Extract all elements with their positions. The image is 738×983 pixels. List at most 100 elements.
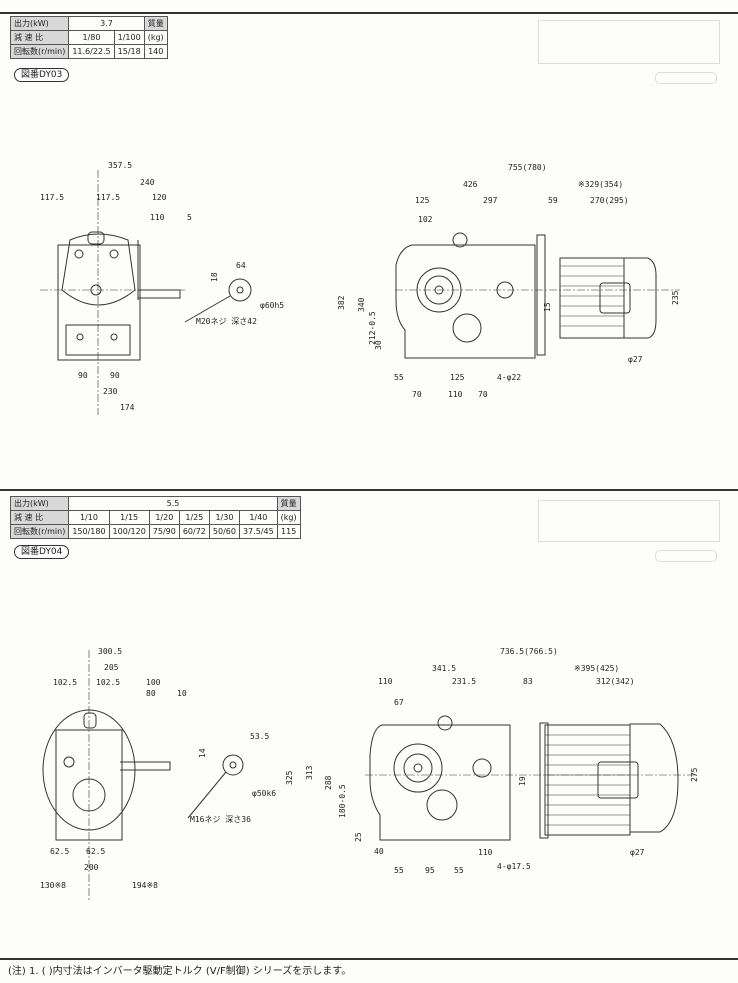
dim: 240 (140, 178, 155, 187)
speed: 15/18 (113, 44, 145, 59)
dim: M20ネジ 深さ42 (196, 317, 257, 326)
dy04-shaft-detail (187, 754, 244, 819)
dim: 300.5 (98, 647, 123, 656)
dim: 235 (671, 290, 680, 305)
dim: 120 (152, 193, 167, 202)
speed: 11.6/22.5 (68, 44, 115, 59)
dim: 80 (146, 689, 156, 698)
dim: M16ネジ 深さ36 (190, 815, 251, 824)
ghost-table (538, 500, 720, 542)
dim: 40 (374, 847, 384, 856)
dim: 117.5 (96, 193, 121, 202)
dy03-side-view (40, 170, 185, 415)
dim: 200 (84, 863, 99, 872)
dim: 19 (518, 776, 527, 786)
speed: 50/60 (208, 524, 240, 539)
dim: 110 (378, 677, 393, 686)
dim: 83 (523, 677, 533, 686)
dim: 117.5 (40, 193, 65, 202)
dim: 340 (357, 297, 366, 312)
dim: 382 (337, 295, 346, 310)
dim: 90 (78, 371, 88, 380)
dim: 64 (236, 261, 246, 270)
dim: 288 (324, 775, 333, 790)
figure-label-dy04: 図番DY04 (14, 545, 70, 559)
dim: 312(342) (596, 677, 635, 686)
dim: 5 (187, 213, 192, 222)
figure-label-dy03: 図番DY03 (14, 68, 70, 82)
dim: 110 (478, 848, 493, 857)
dim: 102 (418, 215, 433, 224)
dim: 297 (483, 196, 498, 205)
dim: 70 (412, 390, 422, 399)
dim: 25 (354, 832, 363, 842)
dim: 357.5 (108, 161, 133, 170)
ghost-label (655, 550, 717, 562)
dim: 270(295) (590, 196, 629, 205)
speed: 60/72 (178, 524, 210, 539)
dim: 4-φ17.5 (497, 862, 531, 871)
dim: 341.5 (432, 664, 457, 673)
label: 質量 (143, 16, 168, 31)
footnote: (注) 1. ( )内寸法はインバータ駆動定トルク (V/F制御) シリーズを示… (8, 966, 352, 977)
dim: 275 (690, 767, 699, 782)
dim: 231.5 (452, 677, 477, 686)
label: 出力(kW) (9, 496, 70, 511)
dim: 4-φ22 (497, 373, 522, 382)
dim: 325 (285, 770, 294, 785)
top-rule (0, 12, 738, 14)
speed: 100/120 (108, 524, 150, 539)
ghost-table (538, 20, 720, 64)
dim: 230 (103, 387, 118, 396)
mass: 140 (143, 44, 168, 59)
dy03-shaft-detail (184, 278, 252, 323)
dim: 102.5 (96, 678, 121, 687)
dim: 90 (110, 371, 120, 380)
dim: φ60h5 (260, 301, 285, 310)
section-divider (0, 489, 738, 491)
dim: 180-0.5 (338, 784, 347, 818)
dim: 30 (374, 340, 383, 350)
dim: ※329(354) (578, 180, 624, 189)
dim: 55 (454, 866, 464, 875)
dim: 755(780) (508, 163, 547, 172)
dim: 130※8 (40, 881, 66, 890)
label: 回転数(r/min) (9, 524, 70, 539)
dim: 55 (394, 373, 404, 382)
dim: 102.5 (53, 678, 78, 687)
dim: 15 (543, 302, 552, 312)
speed: 75/90 (148, 524, 180, 539)
dim: 110 (150, 213, 165, 222)
footnote-rule (0, 958, 738, 960)
dim: ※395(425) (574, 664, 620, 673)
dy04-side-view (42, 650, 171, 900)
dim: 62.5 (50, 847, 70, 856)
dim: 53.5 (250, 732, 270, 741)
dim: 110 (448, 390, 463, 399)
dy03-front-view (395, 232, 680, 359)
ghost-label (655, 72, 717, 84)
dim: 14 (198, 748, 207, 758)
dim: 67 (394, 698, 404, 707)
dim: 62.5 (86, 847, 106, 856)
dim: φ27 (628, 355, 643, 364)
dim: 736.5(766.5) (500, 647, 558, 656)
dim: 125 (415, 196, 430, 205)
dim: 174 (120, 403, 135, 412)
dim: 10 (177, 689, 187, 698)
speed: 37.5/45 (238, 524, 278, 539)
mass: 115 (276, 524, 301, 539)
dim: 313 (305, 765, 314, 780)
dim: 125 (450, 373, 465, 382)
dim: 100 (146, 678, 161, 687)
dim: 95 (425, 866, 435, 875)
dim: 70 (478, 390, 488, 399)
dim: 194※8 (132, 881, 158, 890)
dim: 55 (394, 866, 404, 875)
dim: 426 (463, 180, 478, 189)
label: 回転数(r/min) (9, 44, 70, 59)
